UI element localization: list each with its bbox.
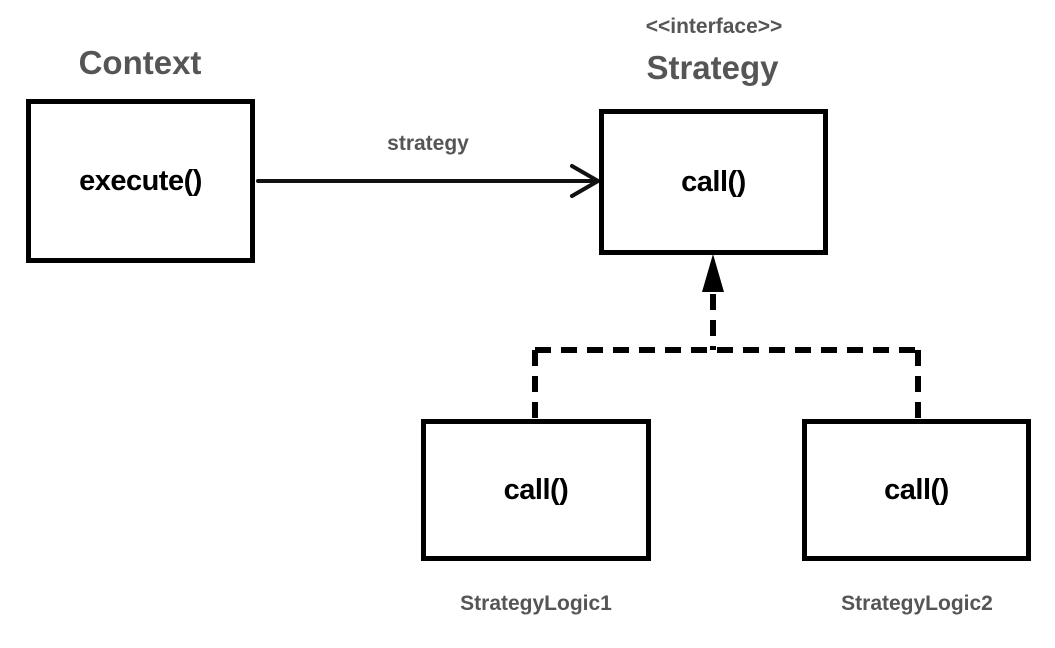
- association-label: strategy: [387, 132, 469, 155]
- strategy-title: Strategy: [646, 49, 779, 86]
- strategy-logic-1-box: call(): [421, 419, 651, 561]
- context-box: execute(): [26, 99, 255, 263]
- strategy-logic-2-method: call(): [884, 473, 949, 506]
- strategy-logic-2-label: StrategyLogic2: [841, 592, 993, 615]
- strategy-method: call(): [681, 165, 746, 198]
- context-method: execute(): [79, 164, 202, 197]
- strategy-logic-1-label: StrategyLogic1: [460, 592, 612, 615]
- association-arrowhead: [570, 164, 600, 198]
- realization-arrowhead: [702, 254, 724, 292]
- strategy-stereotype: <<interface>>: [645, 15, 783, 38]
- strategy-logic-2-box: call(): [802, 419, 1031, 561]
- strategy-logic-1-method: call(): [503, 473, 569, 506]
- strategy-box: call(): [599, 109, 828, 255]
- context-title: Context: [78, 44, 202, 81]
